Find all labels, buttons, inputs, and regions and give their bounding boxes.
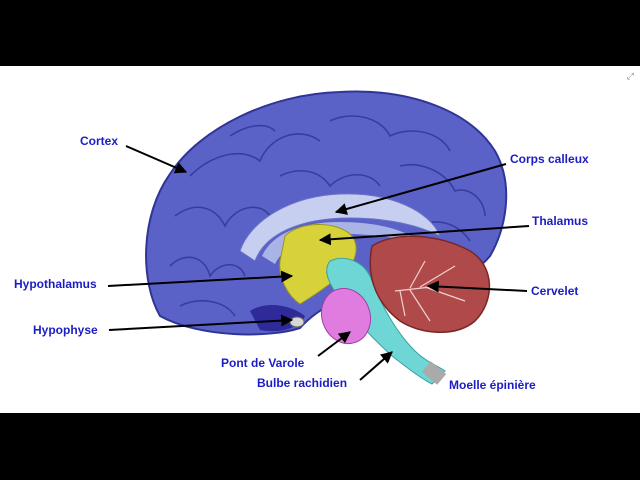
label-cervelet: Cervelet — [531, 284, 579, 298]
label-bulbe-rachidien: Bulbe rachidien — [257, 376, 348, 390]
label-cortex: Cortex — [80, 134, 119, 148]
hypophyse-shape — [289, 316, 305, 328]
label-pont-de-varole: Pont de Varole — [221, 356, 305, 370]
label-moelle-epiniere: Moelle épinière — [449, 378, 536, 392]
diagram-area: ⤢ Cortex Corps calleux Thalamus Hypothal… — [0, 66, 640, 413]
brain-diagram — [107, 90, 530, 385]
label-hypothalamus: Hypothalamus — [14, 277, 97, 291]
label-thalamus: Thalamus — [532, 214, 589, 228]
leader-lines — [107, 145, 530, 381]
spinal-cord-end — [421, 361, 447, 385]
pons-shape — [320, 287, 372, 345]
white-matter-shape — [239, 193, 441, 262]
expand-icon[interactable]: ⤢ — [626, 71, 634, 81]
label-hypophyse: Hypophyse — [33, 323, 98, 337]
label-corps-calleux: Corps calleux — [510, 152, 589, 166]
gyri — [169, 115, 486, 317]
